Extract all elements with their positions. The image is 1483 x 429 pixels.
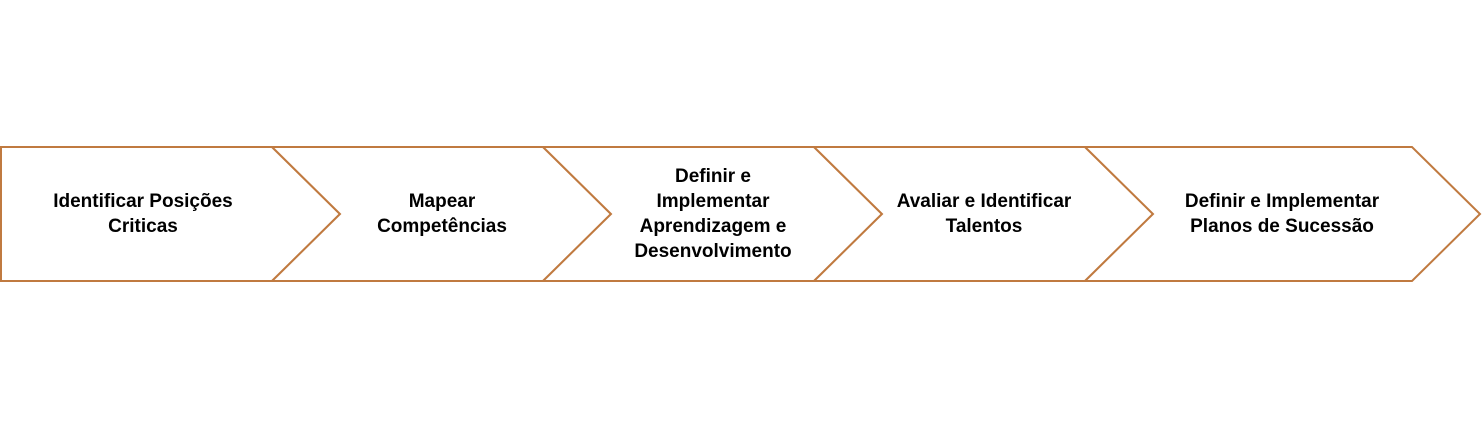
step-2-label: Mapear Competências: [377, 191, 507, 237]
step-5-label: Definir e Implementar Planos de Sucessão: [1184, 191, 1380, 237]
step-3-label: Definir e Implementar Aprendizagem e Des…: [634, 166, 792, 262]
step-5-shape: [1082, 146, 1482, 282]
step-4-label: Avaliar e Identificar Talentos: [896, 191, 1072, 237]
step-1-label: Identificar Posições Criticas: [53, 191, 233, 237]
